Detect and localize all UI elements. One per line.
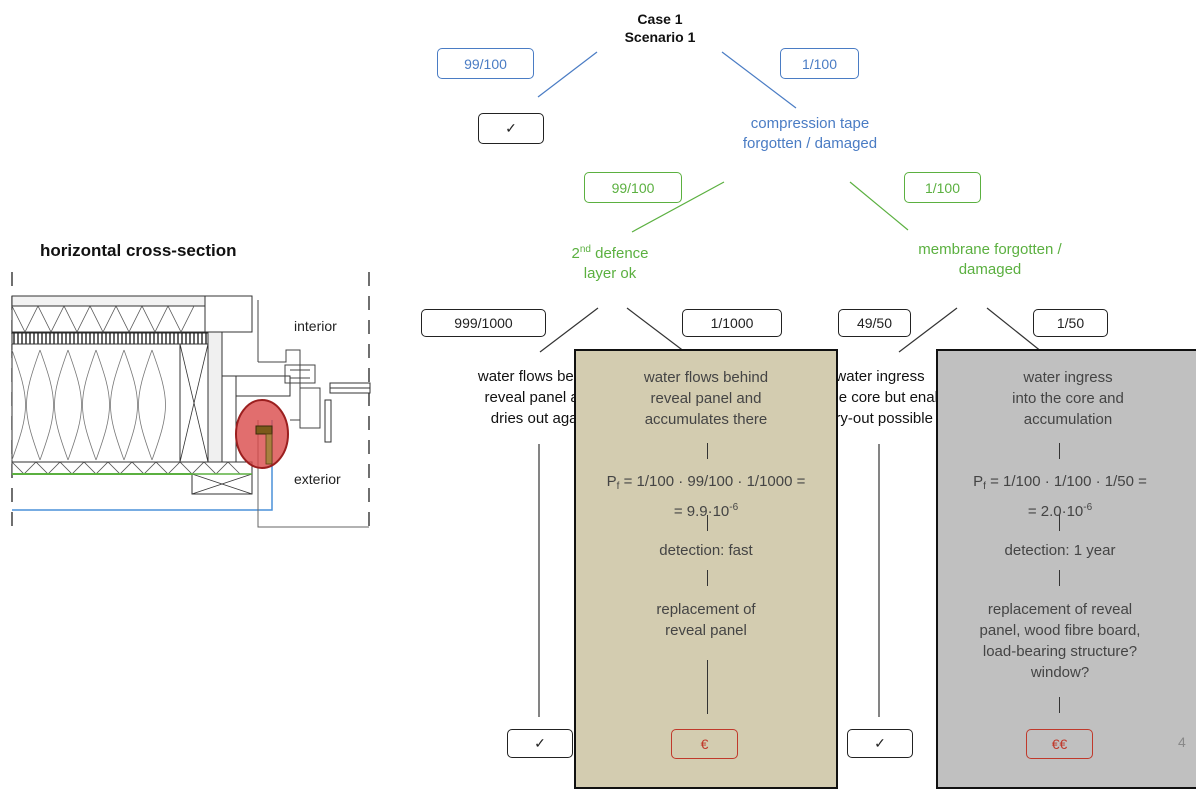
text-line: reveal panel and xyxy=(650,390,762,407)
panel-d-description: water ingress into the core and accumula… xyxy=(938,367,1196,430)
text-line: into the core but enables xyxy=(797,389,963,406)
label-line: 2nd defence xyxy=(520,240,700,264)
formula-part: = 9.9·10 xyxy=(673,503,730,520)
separator xyxy=(707,660,708,714)
cost-badge-b: € xyxy=(671,729,738,759)
text-line: water flows behind xyxy=(477,368,603,385)
panel-d-consequence: replacement of reveal panel, wood fibre … xyxy=(938,599,1182,683)
prob-box-l3-c: 49/50 xyxy=(838,309,911,337)
formula-exp: -6 xyxy=(1083,502,1093,513)
formula-part: P xyxy=(606,473,617,490)
text-line: dries out again xyxy=(490,410,590,427)
scenario-label: Scenario 1 xyxy=(624,29,696,45)
cross-section-title: horizontal cross-section xyxy=(40,241,237,260)
membrane-label: membrane forgotten / damaged xyxy=(880,240,1100,280)
formula-sub: f xyxy=(983,481,986,492)
formula-part: = 2.0·10 xyxy=(1027,503,1084,520)
label-part: 2 xyxy=(571,245,580,262)
text-line: water flows behind xyxy=(643,369,769,386)
outcome-panel-d: water ingress into the core and accumula… xyxy=(936,349,1196,789)
label-part: defence xyxy=(590,245,649,262)
prob-box-l2-right: 1/100 xyxy=(904,172,981,203)
text-line: reveal panel and xyxy=(484,389,596,406)
second-defence-label: 2nd defence layer ok xyxy=(520,240,700,284)
panel-d-formula: Pf = 1/100 · 1/100 · 1/50 = = 2.0·10-6 xyxy=(938,471,1182,522)
formula-line: = 9.9·10-6 xyxy=(576,497,836,522)
text-line: into the core and xyxy=(1012,390,1124,407)
compression-tape-label: compression tape forgotten / damaged xyxy=(700,114,920,154)
text-line: accumulation xyxy=(1023,411,1113,428)
check-box-c: ✓ xyxy=(847,729,913,758)
text-line: water ingress xyxy=(835,368,925,385)
separator xyxy=(707,570,708,586)
outcome-a-text: water flows behind reveal panel and drie… xyxy=(440,366,640,429)
text-line: reveal panel xyxy=(665,622,747,639)
prob-box-l1-left: 99/100 xyxy=(437,48,534,79)
separator xyxy=(707,515,708,531)
outcome-panel-b: water flows behind reveal panel and accu… xyxy=(574,349,838,789)
interior-label: interior xyxy=(294,318,337,334)
label-line: layer ok xyxy=(583,265,637,282)
text-line: panel, wood fibre board, xyxy=(979,622,1141,639)
ok-check-box: ✓ xyxy=(478,113,544,144)
page-number: 4 xyxy=(1178,734,1186,750)
separator xyxy=(1059,443,1060,459)
separator xyxy=(1059,570,1060,586)
formula-part: = 1/100 · 1/100 · 1/50 = xyxy=(985,473,1147,490)
check-box-a: ✓ xyxy=(507,729,573,758)
label-line: membrane forgotten / xyxy=(918,241,1062,258)
formula-part: P xyxy=(973,473,984,490)
text-line: accumulates there xyxy=(644,411,768,428)
cross-section-drawing xyxy=(11,272,371,535)
panel-b-detection: detection: fast xyxy=(659,542,753,559)
formula-line: Pf = 1/100 · 99/100 · 1/1000 = xyxy=(576,471,836,497)
separator xyxy=(1059,515,1060,531)
text-line: water ingress xyxy=(1023,369,1113,386)
case-label: Case 1 xyxy=(637,11,683,27)
label-sup: nd xyxy=(579,244,591,255)
panel-b-formula: Pf = 1/100 · 99/100 · 1/1000 = = 9.9·10-… xyxy=(576,471,836,522)
panel-b-consequence: replacement of reveal panel xyxy=(576,599,836,641)
formula-part: = 1/100 · 99/100 · 1/1000 = xyxy=(619,473,806,490)
formula-sub: f xyxy=(616,481,620,492)
prob-box-l3-d: 1/50 xyxy=(1033,309,1108,337)
label-line: compression tape xyxy=(750,115,870,132)
prob-box-l3-b: 1/1000 xyxy=(682,309,782,337)
formula-line: = 2.0·10-6 xyxy=(938,497,1182,522)
separator xyxy=(707,443,708,459)
text-line: dry-out possible xyxy=(827,410,933,427)
text-line: load-bearing structure? xyxy=(982,643,1138,660)
formula-line: Pf = 1/100 · 1/100 · 1/50 = xyxy=(938,471,1182,497)
formula-exp: -6 xyxy=(729,502,739,513)
diagram-title: Case 1 Scenario 1 xyxy=(600,10,720,46)
text-line: window? xyxy=(1030,664,1090,681)
prob-box-l1-right: 1/100 xyxy=(780,48,859,79)
text-line: replacement of xyxy=(656,601,756,618)
prob-box-l2-left: 99/100 xyxy=(584,172,682,203)
panel-b-description: water flows behind reveal panel and accu… xyxy=(576,367,836,430)
prob-box-l3-a: 999/1000 xyxy=(421,309,546,337)
label-line: damaged xyxy=(958,261,1022,278)
exterior-label: exterior xyxy=(294,471,341,487)
cost-badge-d: €€ xyxy=(1026,729,1093,759)
tree-connectors xyxy=(537,51,1043,717)
panel-d-detection: detection: 1 year xyxy=(1004,542,1116,559)
text-line: replacement of reveal xyxy=(987,601,1133,618)
outcome-c-text: water ingress into the core but enables … xyxy=(780,366,980,429)
separator xyxy=(1059,697,1060,713)
label-line: forgotten / damaged xyxy=(742,135,878,152)
